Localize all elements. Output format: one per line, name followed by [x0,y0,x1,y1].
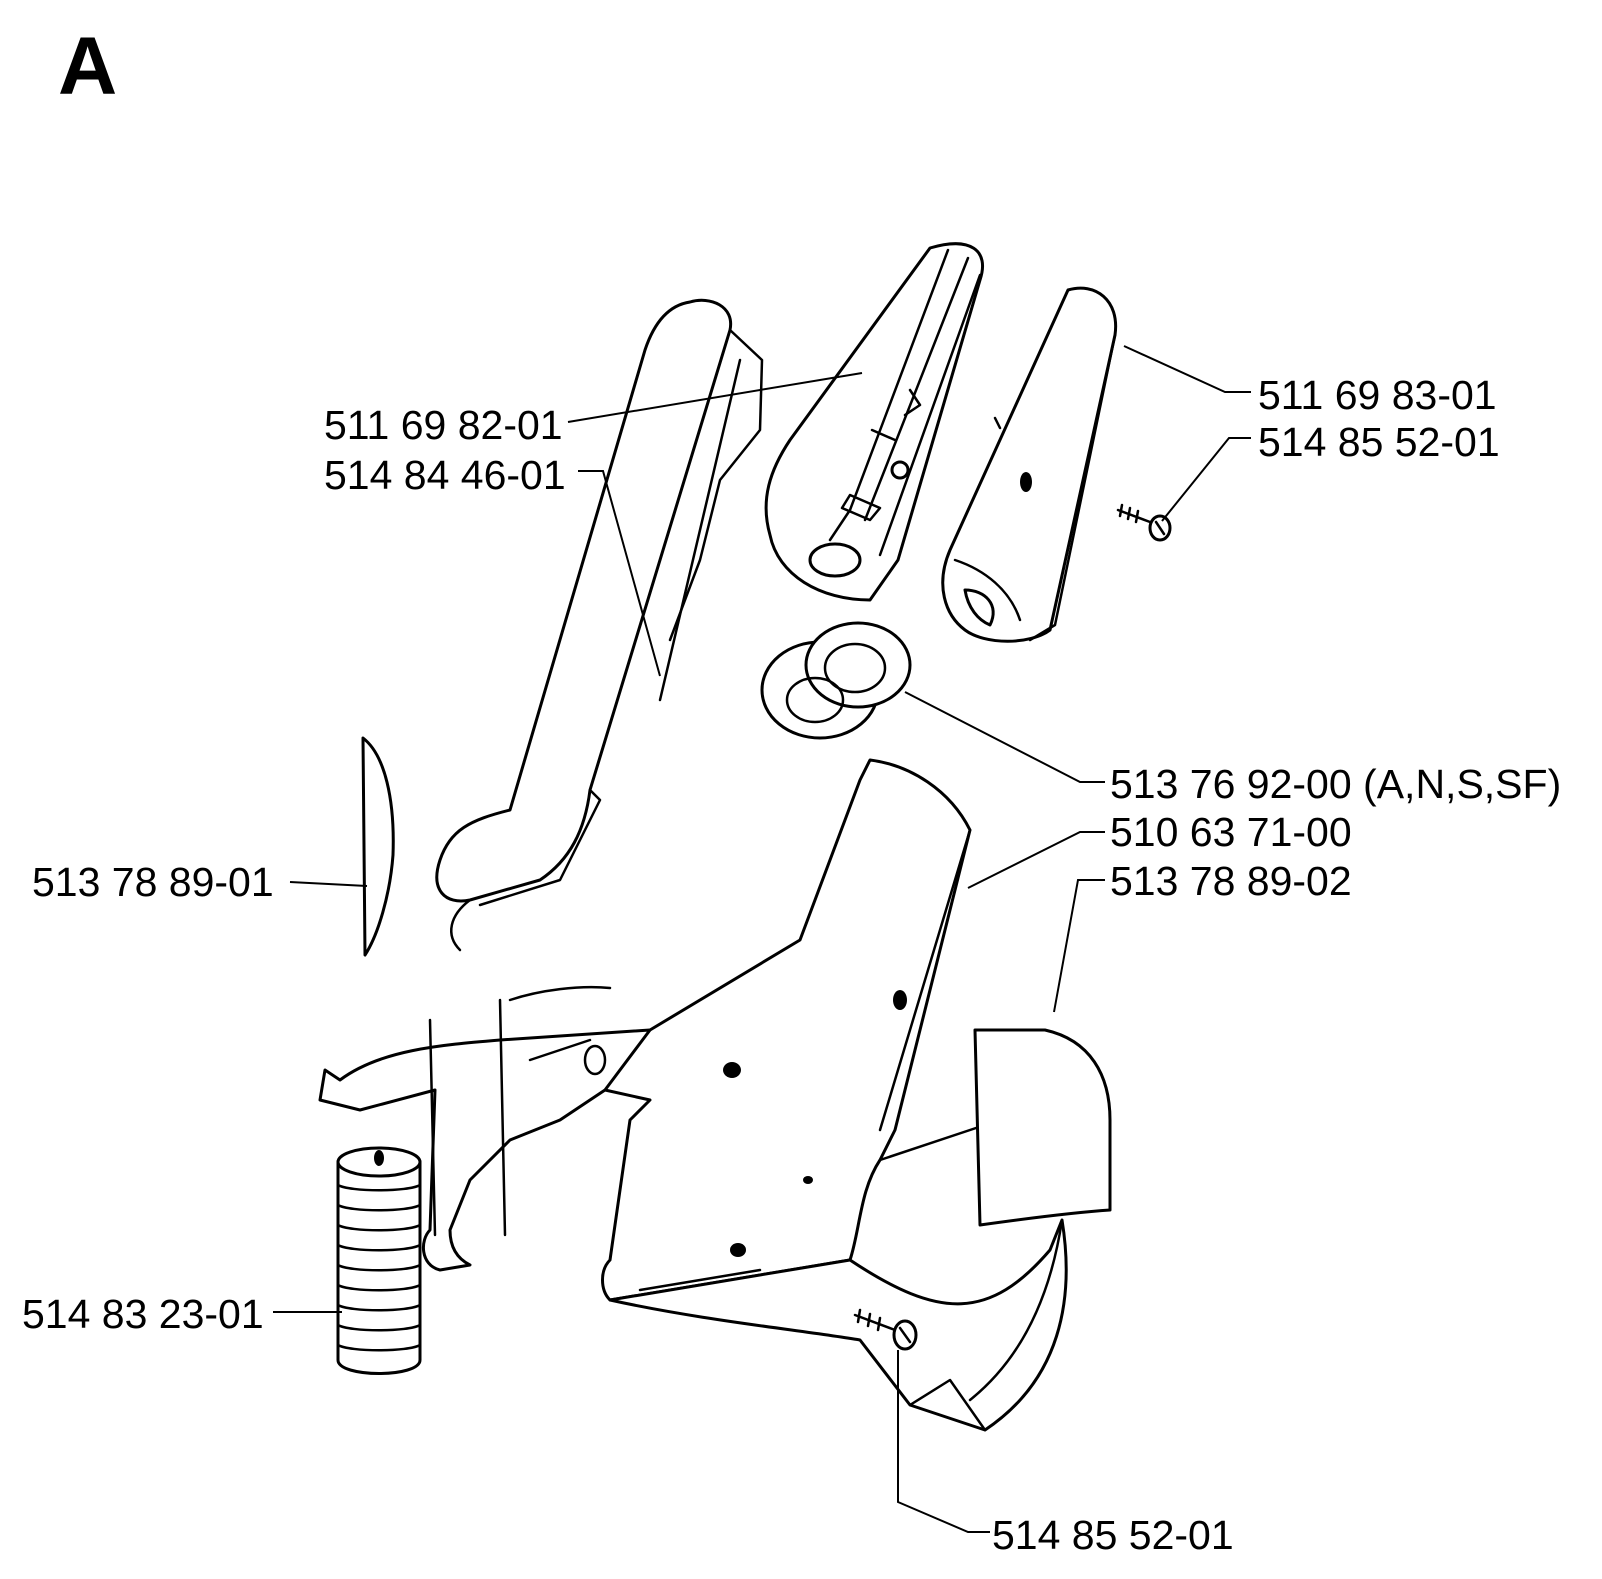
main-housing-part [318,758,1002,1302]
leader-lines [273,345,1251,1533]
handle-half-right-part [941,286,1118,643]
air-filter-part [336,1146,422,1375]
leader-p8 [289,881,368,887]
leader-p1 [567,372,863,423]
leader-p3 [1123,345,1251,393]
leader-p10 [897,1350,990,1533]
lower-handle-part [435,298,764,952]
part-label-513-76-92-00: 513 76 92-00 (A,N,S,SF) [1110,761,1562,807]
part-label-513-78-89-01: 513 78 89-01 [32,859,274,905]
part-label-511-69-82-01: 511 69 82-01 [324,402,563,448]
decal-right-part [973,1028,1112,1227]
part-label-510-63-71-00: 510 63 71-00 [1110,809,1352,855]
screw-top-part [1116,503,1172,542]
part-label-514-83-23-01: 514 83 23-01 [22,1291,264,1337]
leader-p4 [1161,437,1251,522]
leader-p5 [904,691,1105,783]
part-label-513-78-89-02: 513 78 89-02 [1110,858,1352,904]
rubber-bushing-part [760,621,912,740]
guard-shield-part [608,1218,1068,1432]
part-label-514-84-46-01: 514 84 46-01 [324,452,566,498]
handle-half-left-part [764,242,984,602]
part-label-514-85-52-01-bottom: 514 85 52-01 [992,1512,1234,1558]
part-label-514-85-52-01-top: 514 85 52-01 [1258,419,1500,465]
leader-p7 [1053,879,1105,1013]
screw-bottom-part [853,1308,918,1351]
part-label-511-69-83-01: 511 69 83-01 [1258,372,1497,418]
section-letter: A [58,21,118,112]
decal-left-part [361,736,395,957]
leader-p6 [967,831,1105,889]
leader-p2 [578,470,661,677]
